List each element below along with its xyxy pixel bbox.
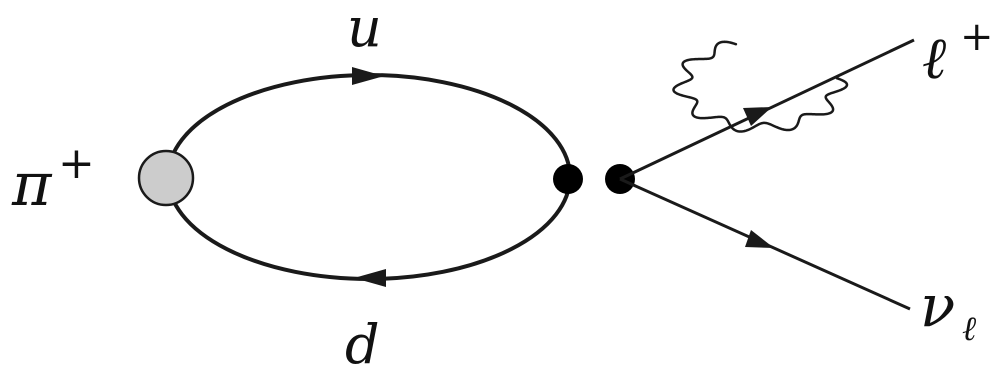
up-quark-arrow — [352, 67, 384, 85]
down-quark-arrow — [354, 269, 386, 287]
pion-charge-label: + — [58, 138, 95, 189]
photon-line — [672, 40, 849, 133]
neutrino-subscript-label: ℓ — [962, 309, 976, 349]
lepton-charge-label: + — [960, 14, 994, 60]
neutrino-arrow — [745, 230, 774, 248]
pion-blob — [137, 149, 195, 207]
weak-vertex-left — [553, 164, 583, 194]
down-quark-label: d — [345, 313, 380, 371]
lepton-label: ℓ — [922, 24, 946, 92]
pion-label: π — [11, 150, 53, 220]
lepton-arrow — [743, 107, 772, 126]
neutrino-label: ν — [920, 272, 955, 340]
up-quark-label: u — [347, 0, 382, 59]
quark-loop — [166, 73, 572, 281]
